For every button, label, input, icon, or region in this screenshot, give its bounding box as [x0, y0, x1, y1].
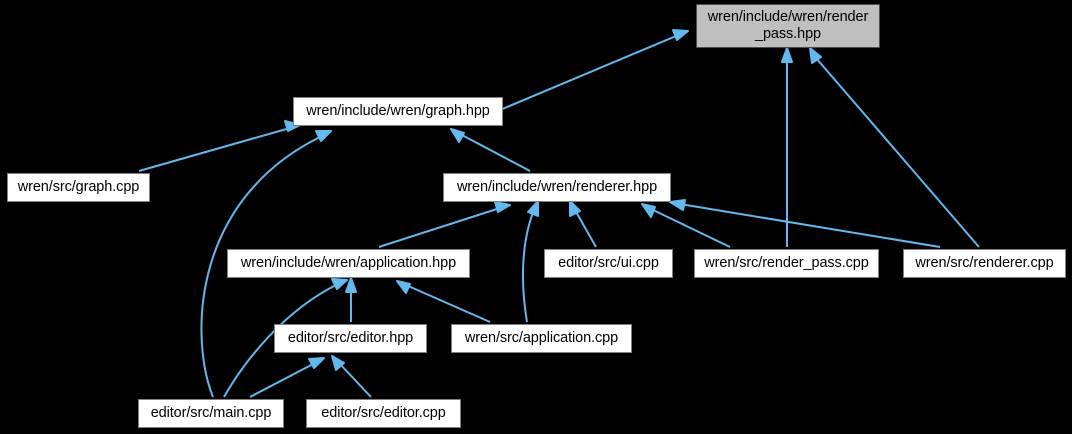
- arrowhead: [569, 200, 581, 217]
- node-application_hpp[interactable]: wren/include/wren/application.hpp: [227, 249, 470, 278]
- edge-editor_hpp-to-application_hpp: [345, 277, 357, 322]
- edge-application_cpp-to-renderer_hpp: [521, 200, 539, 323]
- node-graph_hpp[interactable]: wren/include/wren/graph.hpp: [293, 97, 503, 126]
- arrowhead: [331, 278, 348, 290]
- edge-graph_hpp-to-render_pass_hpp: [499, 29, 689, 111]
- node-graph_cpp[interactable]: wren/src/graph.cpp: [7, 173, 150, 202]
- arrowhead: [396, 280, 411, 294]
- arrowhead: [494, 201, 511, 213]
- node-label: wren/include/wren/renderer.hpp: [456, 178, 658, 195]
- node-application_cpp[interactable]: wren/src/application.cpp: [451, 324, 632, 353]
- arrowhead: [641, 203, 656, 218]
- node-label: editor/src/editor.cpp: [321, 404, 446, 421]
- edge-renderer_cpp-to-render_pass_hpp: [809, 47, 980, 248]
- arrowhead: [331, 355, 345, 371]
- node-label: wren/src/render_pass.cpp: [704, 254, 869, 271]
- node-label: editor/src/ui.cpp: [558, 254, 659, 271]
- edge-ui_cpp-to-renderer_hpp: [569, 200, 597, 248]
- arrowhead: [284, 120, 301, 132]
- arrowhead: [809, 47, 822, 64]
- node-label: wren/src/graph.cpp: [17, 178, 140, 195]
- node-renderer_cpp[interactable]: wren/src/renderer.cpp: [903, 249, 1066, 278]
- edge-main_cpp-to-editor_hpp: [249, 357, 325, 398]
- node-label: wren/include/wren/render _pass.hpp: [707, 8, 869, 42]
- edge-renderer_cpp-to-renderer_hpp: [669, 199, 941, 248]
- edge-render_pass_cpp-to-render_pass_hpp: [781, 47, 793, 247]
- node-renderer_hpp[interactable]: wren/include/wren/renderer.hpp: [443, 173, 671, 202]
- edge-main_cpp-to-application_hpp: [223, 278, 348, 398]
- edge-render_pass_cpp-to-renderer_hpp: [641, 203, 731, 248]
- edge-main_cpp-to-graph_hpp: [200, 130, 332, 398]
- edge-application_cpp-to-application_hpp: [396, 280, 491, 323]
- edge-editor_cpp-to-editor_hpp: [331, 355, 372, 398]
- arrowhead: [669, 199, 686, 211]
- arrowhead: [781, 47, 793, 63]
- node-label: editor/src/main.cpp: [150, 404, 272, 421]
- node-label: wren/src/application.cpp: [464, 329, 619, 346]
- node-label: wren/include/wren/graph.hpp: [306, 102, 490, 119]
- edge-application_hpp-to-renderer_hpp: [378, 201, 511, 248]
- arrowhead: [308, 357, 325, 369]
- node-ui_cpp[interactable]: editor/src/ui.cpp: [544, 249, 673, 278]
- node-label: wren/src/renderer.cpp: [915, 254, 1054, 271]
- edge-renderer_hpp-to-graph_hpp: [450, 128, 531, 172]
- edge-graph_cpp-to-graph_hpp: [138, 120, 301, 172]
- arrowhead: [450, 128, 465, 143]
- arrowhead: [345, 277, 357, 293]
- node-main_cpp[interactable]: editor/src/main.cpp: [138, 399, 284, 428]
- node-label: editor/src/editor.hpp: [287, 329, 414, 346]
- node-editor_hpp[interactable]: editor/src/editor.hpp: [274, 324, 427, 353]
- node-editor_cpp[interactable]: editor/src/editor.cpp: [306, 399, 461, 428]
- node-label: wren/include/wren/application.hpp: [240, 254, 457, 271]
- arrowhead: [315, 130, 332, 142]
- arrowhead: [672, 29, 689, 41]
- node-render_pass_hpp[interactable]: wren/include/wren/render _pass.hpp: [696, 4, 880, 48]
- node-render_pass_cpp[interactable]: wren/src/render_pass.cpp: [694, 249, 879, 278]
- arrowhead: [527, 200, 539, 217]
